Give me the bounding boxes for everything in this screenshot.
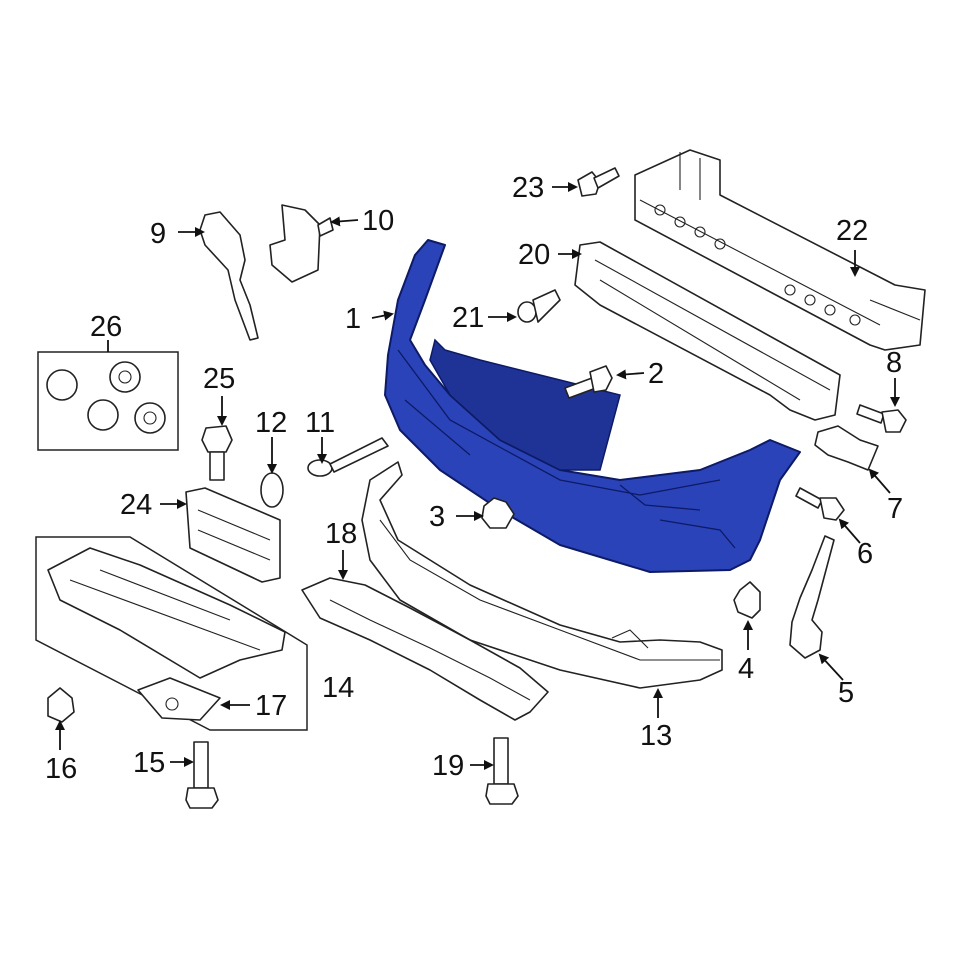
grommet-kit-26-part[interactable] [37, 351, 179, 451]
callout-labels: 1 2 3 4 5 6 7 8 9 10 11 12 13 14 15 16 1… [45, 172, 903, 785]
callout-7: 7 [887, 493, 903, 525]
bolt-2-part[interactable] [564, 365, 613, 399]
bumper-cover-part[interactable] [384, 239, 801, 573]
callout-8: 8 [886, 347, 902, 379]
callout-21: 21 [452, 302, 484, 334]
undercover-14-group[interactable] [35, 536, 308, 731]
bracket-9-part[interactable] [199, 211, 259, 341]
lower-bracket-18-part[interactable] [301, 577, 549, 721]
callout-19: 19 [432, 750, 464, 782]
callout-18: 18 [325, 518, 357, 550]
callout-16: 16 [45, 753, 77, 785]
bracket-10-part[interactable] [269, 204, 334, 283]
callout-23: 23 [512, 172, 544, 204]
callout-3: 3 [429, 501, 445, 533]
lower-lip-13-part[interactable] [361, 461, 723, 689]
bracket-7-part[interactable] [814, 425, 879, 471]
callout-9: 9 [150, 218, 166, 250]
clip-16-part[interactable] [47, 687, 75, 723]
bolt-19-part[interactable] [485, 737, 519, 805]
bolt-25-part[interactable] [201, 425, 233, 481]
callout-10: 10 [362, 205, 394, 237]
reinforcement-bar-part[interactable] [634, 149, 926, 351]
callout-2: 2 [648, 358, 664, 390]
energy-absorber-part[interactable] [574, 241, 841, 421]
bolt-23-part[interactable] [577, 167, 620, 197]
callout-24: 24 [120, 489, 152, 521]
callout-22: 22 [836, 215, 868, 247]
callout-1: 1 [345, 303, 361, 335]
callout-13: 13 [640, 720, 672, 752]
clip-4-part[interactable] [733, 581, 761, 619]
callout-17: 17 [255, 690, 287, 722]
bolt-15-part[interactable] [185, 741, 219, 809]
side-guide-5-part[interactable] [789, 535, 835, 659]
leader-lines [55, 182, 900, 770]
callout-5: 5 [838, 677, 854, 709]
callout-4: 4 [738, 653, 754, 685]
callout-11: 11 [305, 407, 335, 439]
callout-26: 26 [90, 311, 122, 343]
tow-hook-11-part[interactable] [307, 437, 389, 477]
push-clip-21-part[interactable] [517, 289, 561, 323]
callout-14: 14 [322, 672, 354, 704]
callout-15: 15 [133, 747, 165, 779]
cap-12-part[interactable] [260, 472, 284, 508]
bolt-6-part[interactable] [795, 487, 845, 521]
callout-25: 25 [203, 363, 235, 395]
plate-24-part[interactable] [185, 487, 281, 583]
bolt-8-part[interactable] [856, 404, 907, 433]
callout-6: 6 [857, 538, 873, 570]
callout-20: 20 [518, 239, 550, 271]
callout-12: 12 [255, 407, 287, 439]
